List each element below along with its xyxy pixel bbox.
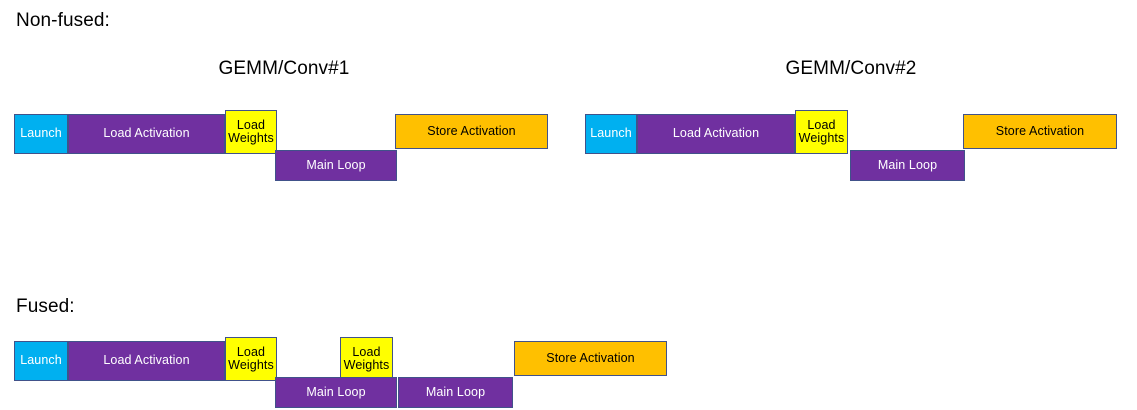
bar-fused-fused-kernel-load-weights-2: Load Weights bbox=[340, 337, 393, 381]
bar-fused-fused-kernel-main-loop-2: Main Loop bbox=[398, 377, 513, 408]
bar-fused-fused-kernel-store-activation: Store Activation bbox=[514, 341, 667, 376]
bar-non-fused-gemm-conv-1-load-activation: Load Activation bbox=[68, 114, 225, 154]
group-title-gemm-conv-1: GEMM/Conv#1 bbox=[218, 58, 350, 79]
group-title-gemm-conv-2: GEMM/Conv#2 bbox=[785, 58, 917, 79]
bar-non-fused-gemm-conv-2-load-activation: Load Activation bbox=[637, 114, 795, 154]
bar-fused-fused-kernel-load-activation: Load Activation bbox=[68, 341, 225, 381]
bar-non-fused-gemm-conv-2-store-activation: Store Activation bbox=[963, 114, 1117, 149]
bar-non-fused-gemm-conv-2-main-loop: Main Loop bbox=[850, 150, 965, 181]
bar-non-fused-gemm-conv-1-load-weights: Load Weights bbox=[225, 110, 277, 154]
bar-non-fused-gemm-conv-2-launch: Launch bbox=[585, 114, 637, 154]
bar-fused-fused-kernel-launch: Launch bbox=[14, 341, 68, 381]
bar-fused-fused-kernel-load-weights-1: Load Weights bbox=[225, 337, 277, 381]
bar-non-fused-gemm-conv-2-load-weights: Load Weights bbox=[795, 110, 848, 154]
bar-fused-fused-kernel-main-loop-1: Main Loop bbox=[275, 377, 397, 408]
section-label-non-fused: Non-fused: bbox=[16, 10, 110, 31]
bar-non-fused-gemm-conv-1-store-activation: Store Activation bbox=[395, 114, 548, 149]
bar-non-fused-gemm-conv-1-main-loop: Main Loop bbox=[275, 150, 397, 181]
section-label-fused: Fused: bbox=[16, 296, 75, 317]
bar-non-fused-gemm-conv-1-launch: Launch bbox=[14, 114, 68, 154]
